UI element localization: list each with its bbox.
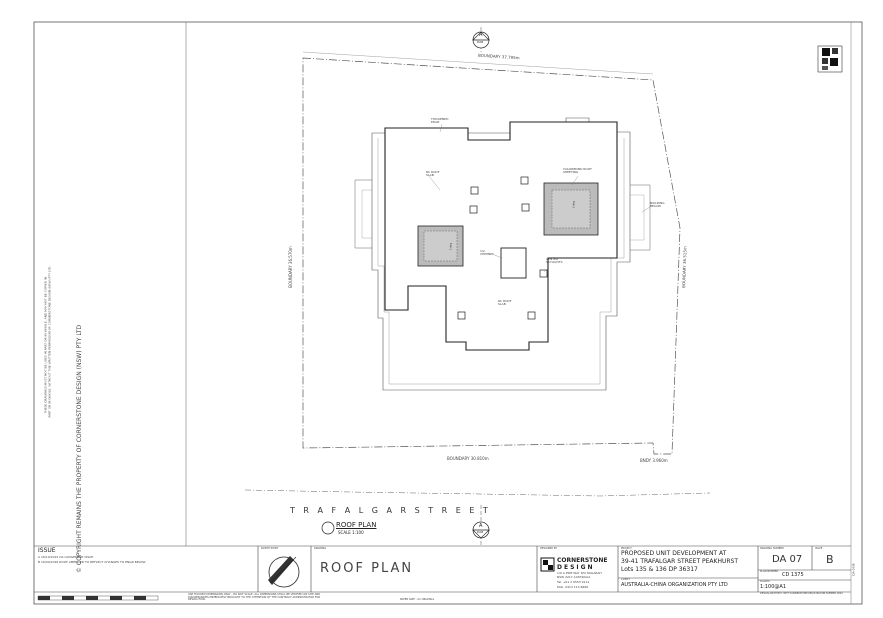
section-marker-bottom xyxy=(472,505,490,545)
boundary-left-label: BOUNDARY 36.570m xyxy=(287,246,293,288)
drawing-number-label: DRAWING NUMBER xyxy=(760,547,784,550)
paper-size: PAPER SIZE : A1 ORIGINAL xyxy=(400,598,435,601)
section-bottom-letter: A xyxy=(479,523,483,529)
firm-footer: DESIGN ARCHITECT WITH CORNERSTONE REGIST… xyxy=(760,592,843,595)
project-line2: 39-41 TRAFALGAR STREET PEAKHURST xyxy=(621,558,739,565)
label-chimney: 1/2 CHIMNEY xyxy=(480,249,494,256)
section-top-letter: A xyxy=(479,32,483,38)
label-fall-right: 1deg xyxy=(571,200,576,209)
firm-name-1: CORNERSTONE xyxy=(557,557,608,564)
label-vented-skylights: VENTED SKYLIGHTS xyxy=(546,257,563,264)
plan-number: CD 1375 xyxy=(782,572,804,578)
sheet-border xyxy=(33,21,863,605)
label-fall-left: 1deg xyxy=(448,242,453,251)
boundary-bottom-label: BOUNDARY 30.810m xyxy=(447,456,489,461)
leader-lines xyxy=(428,123,651,273)
copyright-text: © COPYRIGHT REMAINS THE PROPERTY OF CORN… xyxy=(76,324,83,573)
firm-name-2: DESIGN xyxy=(557,564,595,571)
issue-label: ISSUE xyxy=(815,547,823,550)
bay-right xyxy=(630,184,651,251)
sheet-id: DA 07/B xyxy=(851,563,856,576)
client-label: CLIENT xyxy=(621,578,630,581)
label-rc-roof-slab: RC ROOF SLAB xyxy=(426,170,440,177)
colorbond-panel-left xyxy=(417,225,464,267)
project-line3: Lots 135 & 136 DP 36317 xyxy=(621,566,698,573)
bndy-short-label: BNDY 3.960m xyxy=(640,458,668,463)
title-block-frame xyxy=(34,545,851,593)
issue-b: B 16/04/2016 ROOF AMENDED TO REFLECT CHA… xyxy=(38,560,146,564)
skylight-squares xyxy=(457,176,548,320)
north-point-label: NORTH POINT xyxy=(261,547,279,550)
street-kerb xyxy=(244,489,711,497)
scale-ruler xyxy=(37,595,159,601)
designed-by-label: DESIGNED BY xyxy=(540,547,558,550)
boundary-dim-top xyxy=(302,51,654,75)
issue-heading: ISSUE xyxy=(38,547,56,554)
footer-note: USE FIGURED DIMENSIONS ONLY - DO NOT SCA… xyxy=(188,593,321,602)
view-title: ROOF PLAN xyxy=(336,521,377,529)
chimney xyxy=(500,247,527,279)
drawing-title: ROOF PLAN xyxy=(320,561,414,576)
label-colorbond: COLORBOND ROOF SHEETING xyxy=(563,167,592,174)
project-line1: PROPOSED UNIT DEVELOPMENT AT xyxy=(621,550,727,557)
scale-value: 1:100@A1 xyxy=(760,584,787,590)
section-bottom-sheet: DA8 xyxy=(477,530,484,534)
view-scale: SCALE 1:100 xyxy=(338,530,364,535)
bay-left xyxy=(354,179,372,249)
section-marker-top xyxy=(472,27,490,52)
drawing-label: DRAWING xyxy=(314,547,327,550)
firm-tel: Tel. +61 2 9553 9111 xyxy=(557,580,590,584)
disclaimer-text-2: PART OR IN WHOLE, WITHOUT THE WRITTEN PE… xyxy=(47,266,52,418)
scale-label: SCALES xyxy=(760,580,770,583)
firm-addr2: NSW 2217 AUSTRALIA xyxy=(557,575,591,579)
roof-slab xyxy=(384,121,618,351)
north-arrow-icon xyxy=(268,556,300,588)
firm-addr1: 1/9 A PIKE WAY P/O KOGARAH xyxy=(557,571,602,575)
logo-grid-icon xyxy=(817,45,843,73)
issue-a: A 16/10/2015 DA LODGEMENT ISSUE xyxy=(38,555,94,559)
firm-mob: Mob. 0413 113 6666 xyxy=(557,585,589,589)
colorbond-panel-right xyxy=(543,182,599,236)
plan-number-label: PLAN NUMBER xyxy=(760,570,779,573)
label-thickened-edge: THICKENED EDGE xyxy=(431,117,449,124)
project-label: PROJECT xyxy=(621,547,632,550)
client-name: AUSTRALIA-CHINA ORGANIZATION PTY LTD xyxy=(621,582,728,588)
view-title-marker xyxy=(321,521,335,535)
firm-logo-icon xyxy=(540,557,555,572)
label-rc-roof-slab-2: RC ROOF SLAB xyxy=(498,299,512,306)
section-top-sheet: DA8 xyxy=(477,40,484,44)
label-building-below: BUILDING BELOW xyxy=(650,201,665,208)
drawing-number: DA 07 xyxy=(772,554,803,565)
issue-value: B xyxy=(826,553,834,566)
street-name: T R A F A L G A R S T R E E T xyxy=(290,506,491,515)
